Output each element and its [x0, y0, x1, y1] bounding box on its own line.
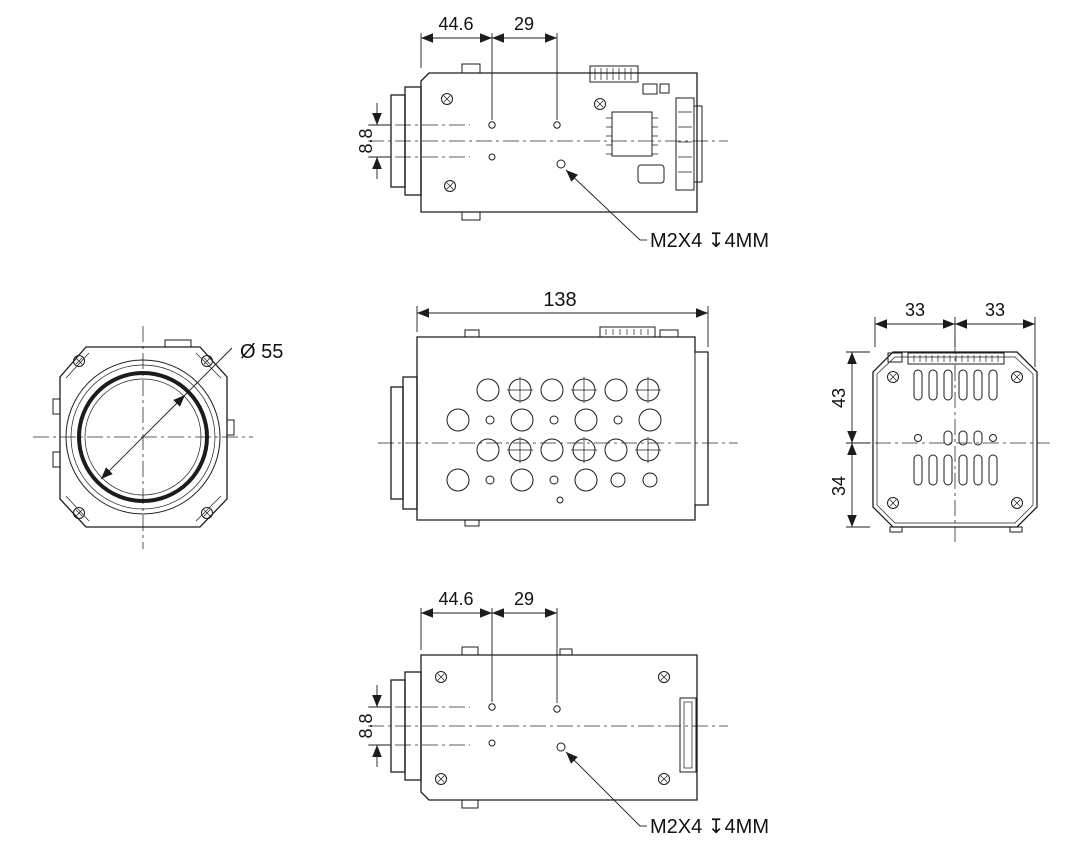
dim-label-44-6: 44.6 [438, 14, 473, 34]
top-thread-callout: M2X4 ↧4MM [565, 169, 769, 252]
dim-label-8-8-bottom: 8.8 [356, 713, 376, 738]
bottom-vertical-dimension: 8.8 [356, 685, 390, 767]
dim-label-43: 43 [829, 388, 849, 408]
top-vertical-dimension: 8.8 [356, 103, 390, 179]
rear-left-dimensions: 43 34 [829, 351, 870, 528]
bottom-body-outline [420, 654, 698, 801]
dim-label-33-left: 33 [905, 300, 925, 320]
screw [887, 497, 899, 509]
front-left-tab-2 [52, 451, 61, 468]
screw [1011, 371, 1023, 383]
dim-label-34: 34 [829, 476, 849, 496]
front-top-tab [164, 339, 192, 348]
tapped-holes [488, 121, 566, 169]
front-left-tab-1 [52, 398, 61, 415]
screw [658, 671, 670, 683]
front-right-tab [226, 419, 235, 436]
side-length-dimension: 138 [416, 289, 709, 347]
screw [201, 507, 213, 519]
side-top-tab [464, 329, 480, 338]
screw [73, 355, 85, 367]
top-horizontal-dimensions: 44.6 29 [420, 14, 558, 120]
top-pcb-components [589, 65, 703, 191]
rear-foot-left [889, 526, 903, 533]
dim-label-138: 138 [543, 289, 576, 311]
rear-foot-right [1009, 526, 1023, 533]
bottom-connector [679, 697, 697, 773]
thread-callout-label-bottom: M2X4 ↧4MM [650, 816, 769, 838]
screw [658, 773, 670, 785]
bottom-tapped-holes [488, 703, 566, 752]
side-bottom-tab [464, 519, 480, 527]
screw [441, 93, 453, 105]
side-body-outline [416, 336, 709, 521]
diameter-dimension: Ø 55 [100, 341, 283, 480]
bottom-lug-1 [461, 646, 479, 656]
top-body-outline [420, 72, 698, 213]
front-view: Ø 55 [33, 326, 283, 549]
top-lug-1 [461, 63, 481, 74]
lens-assembly [65, 359, 221, 515]
dim-label-33-right: 33 [985, 300, 1005, 320]
screw [435, 773, 447, 785]
screw [887, 371, 899, 383]
side-view: 138 [378, 289, 738, 527]
screw [594, 98, 606, 110]
dim-label-29: 29 [514, 14, 534, 34]
top-view: 44.6 29 8.8 M2X4 ↧4MM [356, 14, 769, 252]
bottom-thread-callout: M2X4 ↧4MM [565, 751, 769, 838]
rear-vent-slots [913, 369, 998, 486]
screw [435, 671, 447, 683]
screw [1011, 497, 1023, 509]
screw [73, 507, 85, 519]
rear-top-connector [887, 352, 1005, 365]
bottom-view: 44.6 29 8.8 M2X4 ↧4MM [356, 589, 769, 838]
dim-label-29-bottom: 29 [514, 589, 534, 609]
dim-label-8-8: 8.8 [356, 128, 376, 153]
front-chamfer-lines [65, 352, 222, 522]
rear-view: 33 33 43 34 [829, 300, 1050, 542]
side-top-connector [599, 326, 679, 338]
bottom-lug-2 [559, 648, 573, 656]
screw [444, 180, 456, 192]
top-lug-2 [461, 211, 481, 221]
screw [201, 355, 213, 367]
rear-inner-outline [876, 356, 1034, 524]
thread-callout-label: M2X4 ↧4MM [650, 230, 769, 252]
bottom-lug-3 [461, 799, 479, 809]
bottom-horizontal-dimensions: 44.6 29 [420, 589, 558, 703]
dim-label-44-6-bottom: 44.6 [438, 589, 473, 609]
diameter-label: Ø 55 [240, 341, 283, 363]
front-body-outline [59, 346, 228, 528]
vent-holes [446, 376, 662, 504]
rear-top-dimensions: 33 33 [874, 300, 1036, 367]
